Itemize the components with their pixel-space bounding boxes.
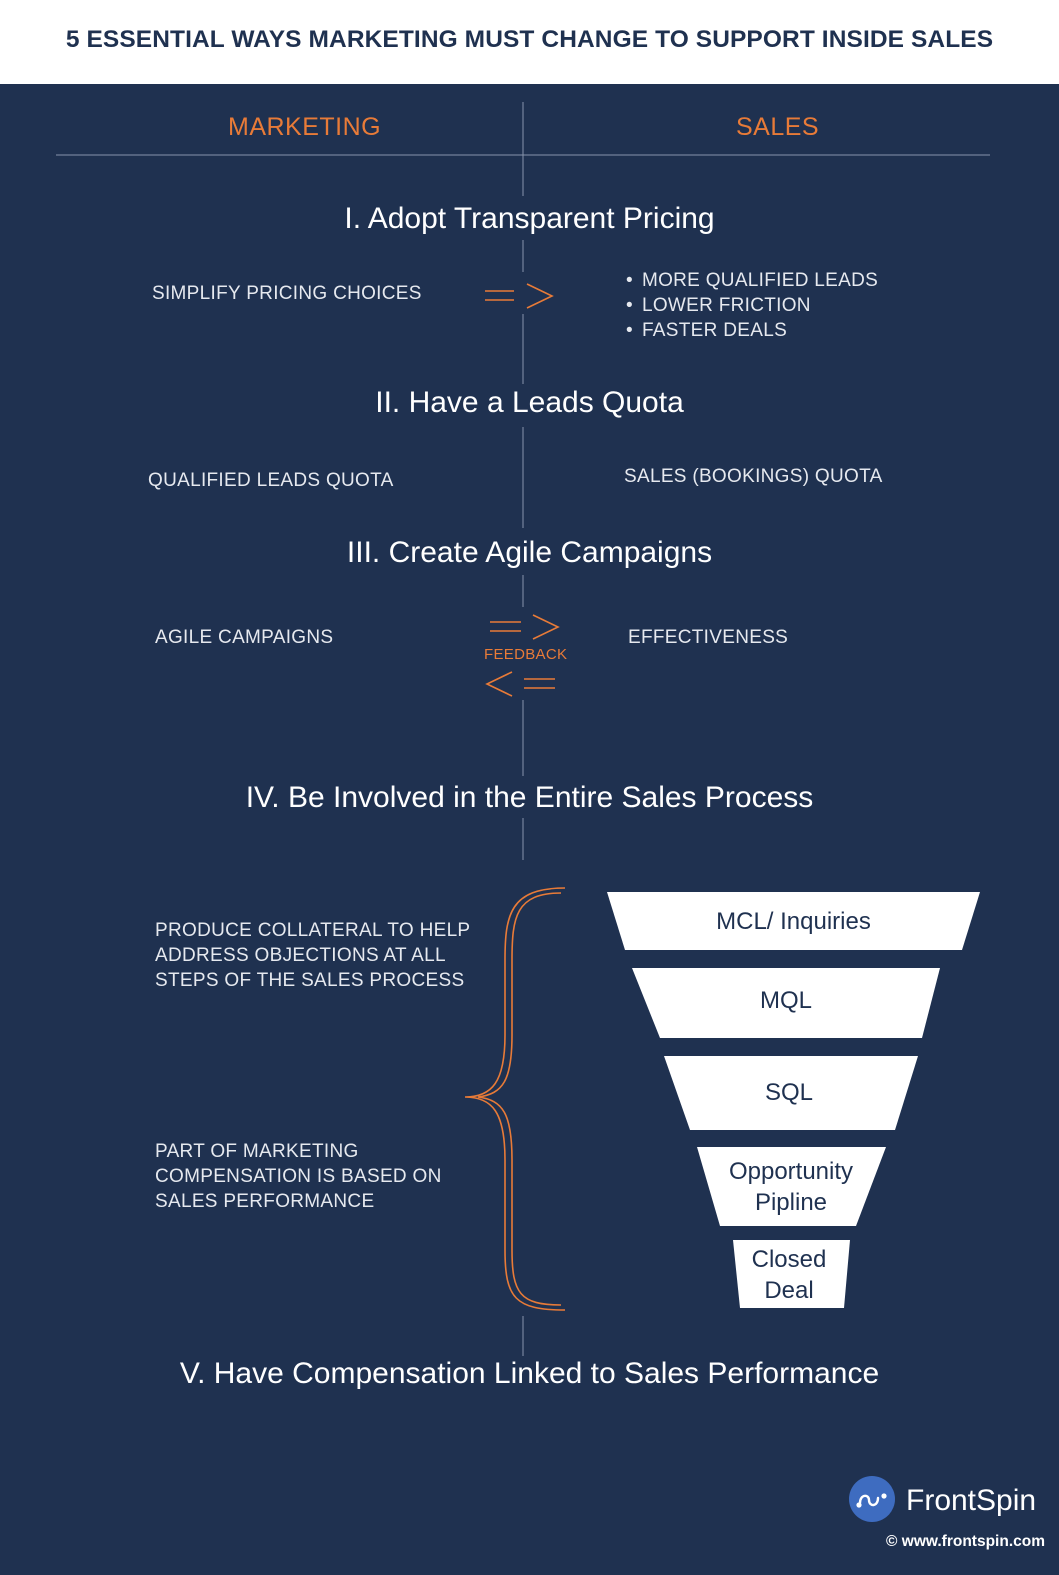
sales-point-quota: SALES (BOOKINGS) QUOTA bbox=[624, 466, 883, 487]
marketing-point-campaigns: AGILE CAMPAIGNS bbox=[155, 627, 334, 648]
left-arrow-icon bbox=[485, 671, 555, 697]
page-title: 5 ESSENTIAL WAYS MARKETING MUST CHANGE T… bbox=[65, 26, 994, 53]
list-item: FASTER DEALS bbox=[626, 318, 878, 343]
section-title-2: II. Have a Leads Quota bbox=[375, 386, 684, 419]
funnel-stage-4 bbox=[697, 1147, 886, 1226]
right-arrow-icon bbox=[490, 614, 560, 640]
section-title-4: IV. Be Involved in the Entire Sales Proc… bbox=[245, 781, 814, 814]
funnel-stage-5 bbox=[733, 1240, 850, 1308]
list-item: LOWER FRICTION bbox=[626, 293, 878, 318]
funnel-stage-2 bbox=[632, 968, 940, 1038]
funnel-stage-3 bbox=[664, 1056, 918, 1130]
frontspin-logo-icon bbox=[849, 1476, 895, 1522]
marketing-point-compensation: PART OF MARKETING COMPENSATION IS BASED … bbox=[155, 1141, 442, 1212]
header-bar bbox=[0, 0, 1059, 84]
sales-funnel bbox=[607, 892, 980, 1308]
feedback-label: FEEDBACK bbox=[484, 646, 568, 663]
funnel-label-1: MCL/ Inquiries bbox=[716, 908, 871, 935]
right-arrow-icon bbox=[485, 283, 554, 309]
sales-point-effectiveness: EFFECTIVENESS bbox=[628, 627, 789, 648]
marketing-point-pricing: SIMPLIFY PRICING CHOICES bbox=[152, 283, 422, 304]
curly-brace-icon bbox=[464, 887, 566, 1311]
column-header-sales: SALES bbox=[736, 113, 820, 141]
section-title-5: V. Have Compensation Linked to Sales Per… bbox=[179, 1357, 880, 1390]
funnel-stage-1 bbox=[607, 892, 980, 950]
funnel-label-2: MQL bbox=[759, 987, 812, 1014]
funnel-label-3: SQL bbox=[764, 1079, 814, 1106]
section-title-3: III. Create Agile Campaigns bbox=[346, 536, 713, 569]
sales-benefits-list: MORE QUALIFIED LEADS LOWER FRICTION FAST… bbox=[626, 268, 878, 343]
list-item: MORE QUALIFIED LEADS bbox=[626, 268, 878, 293]
section-title-1: I. Adopt Transparent Pricing bbox=[344, 202, 715, 235]
funnel-label-4: Opportunity Pipline bbox=[728, 1158, 854, 1216]
funnel-label-5: Closed Deal bbox=[751, 1246, 827, 1304]
column-header-marketing: MARKETING bbox=[228, 113, 382, 141]
marketing-point-quota: QUALIFIED LEADS QUOTA bbox=[148, 470, 394, 491]
copyright-text: © www.frontspin.com bbox=[886, 1533, 1045, 1550]
brand-name: FrontSpin bbox=[906, 1484, 1037, 1517]
marketing-point-collateral: PRODUCE COLLATERAL TO HELP ADDRESS OBJEC… bbox=[155, 920, 471, 991]
